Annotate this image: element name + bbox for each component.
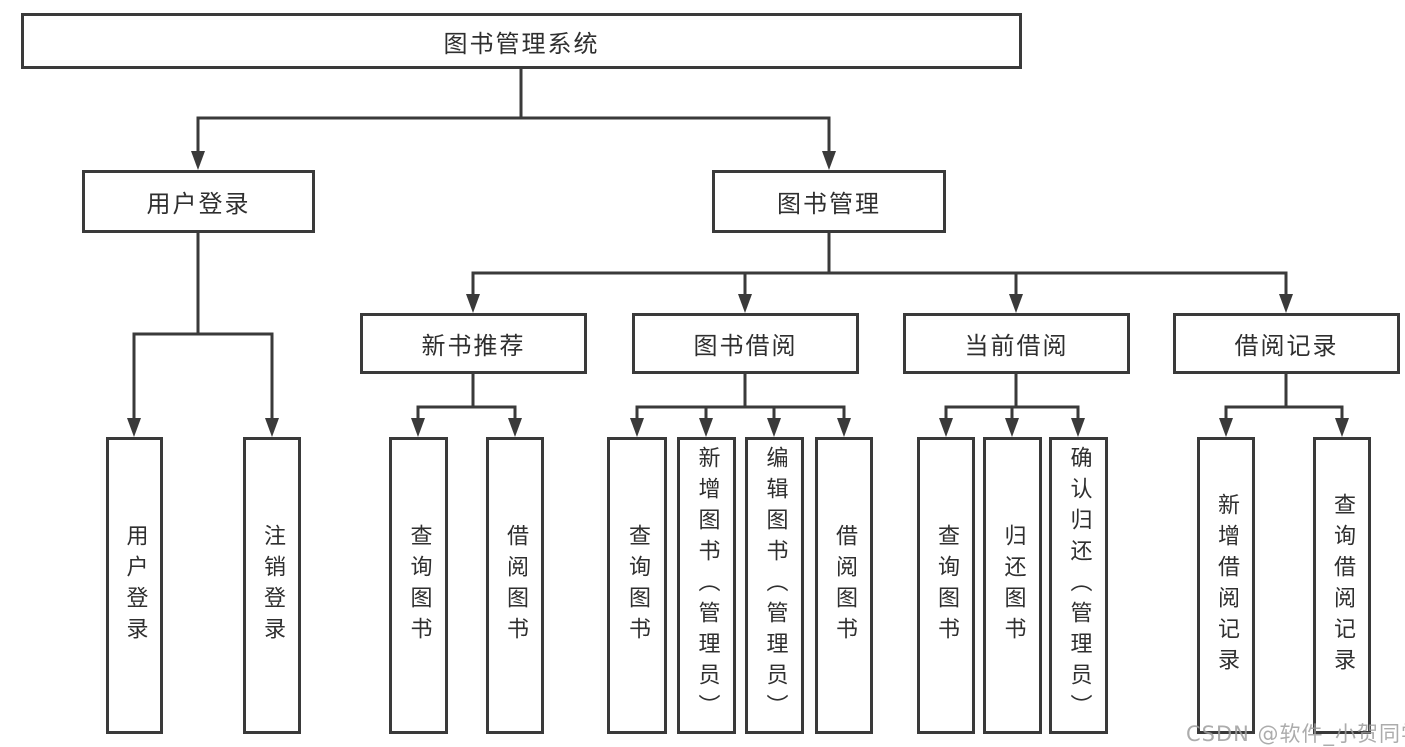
leaf-query-borrow-record-label: 查询借阅记录 xyxy=(1330,492,1355,679)
arrow-head-icon xyxy=(1071,418,1085,437)
arrow-head-icon xyxy=(127,418,141,437)
leaf-query-books-borrow: 查询图书 xyxy=(607,437,667,734)
leaf-add-borrow-record: 新增借阅记录 xyxy=(1197,437,1255,734)
leaf-query-books-current-label: 查询图书 xyxy=(934,523,959,648)
leaf-confirm-return-admin: 确认归还（管理员） xyxy=(1049,437,1108,734)
leaf-edit-book-admin-label: 编辑图书（管理员） xyxy=(762,446,788,725)
leaf-borrow-books: 借阅图书 xyxy=(815,437,873,734)
leaf-borrow-books-label: 借阅图书 xyxy=(832,523,857,648)
leaf-return-books: 归还图书 xyxy=(983,437,1042,734)
leaf-query-books-borrow-label: 查询图书 xyxy=(625,523,650,648)
node-new-book-recommend-label: 新书推荐 xyxy=(421,332,526,360)
node-current-borrow-label: 当前借阅 xyxy=(964,332,1069,360)
leaf-add-book-admin: 新增图书（管理员） xyxy=(677,437,736,734)
leaf-borrow-books-recommend: 借阅图书 xyxy=(486,437,544,734)
arrow-head-icon xyxy=(265,418,279,437)
arrow-head-icon xyxy=(1005,418,1019,437)
node-root-label: 图书管理系统 xyxy=(443,29,600,58)
arrow-head-icon xyxy=(508,418,522,437)
arrow-head-icon xyxy=(191,151,205,170)
leaf-logout-label: 注销登录 xyxy=(260,523,285,648)
leaf-user-login-label: 用户登录 xyxy=(122,523,148,648)
leaf-user-login: 用户登录 xyxy=(106,437,163,734)
watermark: CSDN @软件_小贺同学 xyxy=(1186,722,1405,746)
arrow-head-icon xyxy=(1279,294,1293,313)
arrow-head-icon xyxy=(822,151,836,170)
arrow-head-icon xyxy=(630,418,644,437)
arrow-head-icon xyxy=(1219,418,1233,437)
node-root: 图书管理系统 xyxy=(21,13,1022,69)
node-book-borrow: 图书借阅 xyxy=(632,313,859,374)
leaf-add-borrow-record-label: 新增借阅记录 xyxy=(1214,492,1239,679)
arrow-head-icon xyxy=(939,418,953,437)
node-borrow-records-label: 借阅记录 xyxy=(1234,332,1339,360)
leaf-borrow-books-recommend-label: 借阅图书 xyxy=(503,523,528,648)
leaf-query-books-recommend-label: 查询图书 xyxy=(406,523,432,648)
leaf-add-book-admin-label: 新增图书（管理员） xyxy=(694,446,720,725)
arrow-head-icon xyxy=(1335,418,1349,437)
node-new-book-recommend: 新书推荐 xyxy=(360,313,587,374)
arrow-head-icon xyxy=(767,418,781,437)
leaf-query-borrow-record: 查询借阅记录 xyxy=(1313,437,1371,734)
leaf-edit-book-admin: 编辑图书（管理员） xyxy=(745,437,804,734)
node-user-login: 用户登录 xyxy=(82,170,315,233)
leaf-query-books-current: 查询图书 xyxy=(917,437,975,734)
node-borrow-records: 借阅记录 xyxy=(1173,313,1400,374)
leaf-query-books-recommend: 查询图书 xyxy=(389,437,448,734)
node-book-borrow-label: 图书借阅 xyxy=(693,332,798,360)
leaf-return-books-label: 归还图书 xyxy=(1000,523,1026,648)
arrow-head-icon xyxy=(411,418,425,437)
leaf-logout: 注销登录 xyxy=(243,437,301,734)
arrow-head-icon xyxy=(837,418,851,437)
arrow-head-icon xyxy=(466,294,480,313)
node-book-management-label: 图书管理 xyxy=(777,190,881,218)
node-current-borrow: 当前借阅 xyxy=(903,313,1130,374)
arrow-head-icon xyxy=(1009,294,1023,313)
arrow-head-icon xyxy=(738,294,752,313)
node-user-login-label: 用户登录 xyxy=(146,190,251,218)
leaf-confirm-return-admin-label: 确认归还（管理员） xyxy=(1066,446,1092,725)
arrow-head-icon xyxy=(699,418,713,437)
node-book-management: 图书管理 xyxy=(712,170,946,233)
